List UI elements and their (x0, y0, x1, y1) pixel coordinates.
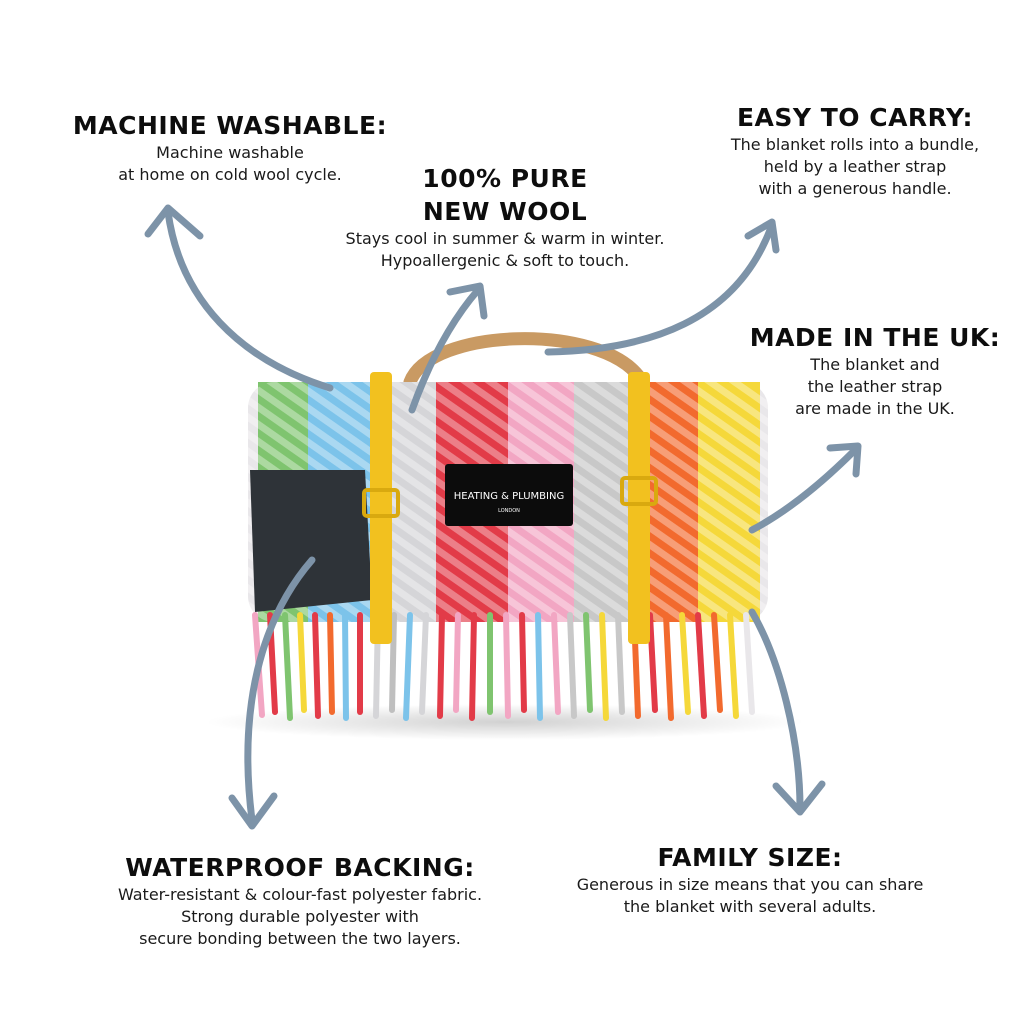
feature-desc-line: Water-resistant & colour-fast polyester … (117, 885, 483, 904)
feature-desc-line: Strong durable polyester with (181, 907, 419, 926)
feature-desc-line: are made in the UK. (795, 399, 955, 418)
feature-easy-to-carry: EASY TO CARRY: The blanket rolls into a … (690, 102, 1020, 200)
feature-family-size: FAMILY SIZE: Generous in size means that… (520, 842, 980, 918)
feature-desc-line: Generous in size means that you can shar… (576, 875, 924, 894)
feature-desc-line: with a generous handle. (758, 179, 952, 198)
blanket-fringe (252, 612, 755, 721)
feature-desc-line: Stays cool in summer & warm in winter. (345, 229, 665, 248)
feature-title: WATERPROOF BACKING: (125, 853, 475, 882)
feature-title: MACHINE WASHABLE: (72, 111, 388, 140)
waterproof-backing-flap (250, 470, 372, 612)
feature-desc-line: The blanket rolls into a bundle, (730, 135, 980, 154)
feature-title: NEW WOOL (422, 197, 588, 226)
leather-handle (403, 332, 647, 389)
arrow-easy-to-carry (544, 218, 780, 356)
arrow-machine-washable (144, 204, 334, 392)
feature-machine-washable: MACHINE WASHABLE: Machine washable at ho… (40, 110, 420, 186)
feature-desc-line: Hypoallergenic & soft to touch. (380, 251, 630, 270)
feature-desc-line: The blanket and (810, 355, 940, 374)
arrow-waterproof-backing (228, 556, 316, 830)
leather-straps (362, 372, 658, 644)
brand-label (445, 464, 573, 526)
arrow-made-in-uk (748, 442, 862, 534)
feature-waterproof-backing: WATERPROOF BACKING: Water-resistant & co… (60, 852, 540, 950)
feature-title: 100% PURE (422, 164, 588, 193)
feature-desc-line: at home on cold wool cycle. (118, 165, 342, 184)
label-brand-text: HEATING & PLUMBING (454, 491, 564, 502)
arrow-pure-wool (408, 282, 488, 414)
feature-title: MADE IN THE UK: (749, 323, 1001, 352)
feature-title: FAMILY SIZE: (657, 843, 843, 872)
feature-desc-line: the blanket with several adults. (623, 897, 877, 916)
feature-title: EASY TO CARRY: (736, 103, 973, 132)
feature-made-in-uk: MADE IN THE UK: The blanket and the leat… (740, 322, 1010, 420)
feature-desc-line: the leather strap (807, 377, 943, 396)
feature-desc-line: secure bonding between the two layers. (139, 929, 461, 948)
feature-desc-line: Machine washable (156, 143, 304, 162)
feature-pure-wool: 100% PURE NEW WOOL Stays cool in summer … (300, 162, 710, 272)
arrow-family-size (748, 608, 826, 816)
label-city-text: LONDON (498, 508, 520, 514)
feature-desc-line: held by a leather strap (763, 157, 947, 176)
